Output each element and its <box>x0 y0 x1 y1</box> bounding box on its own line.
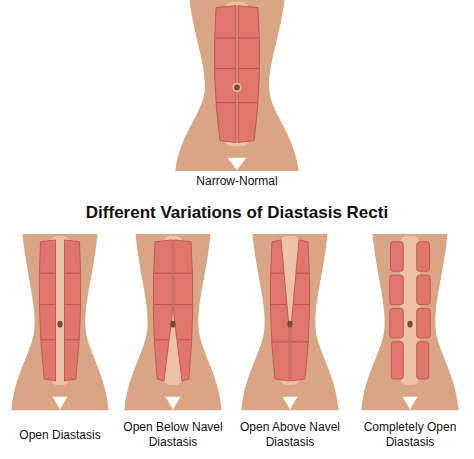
open-torso <box>11 234 109 410</box>
figure-caption: Open Above Navel Diastasis <box>238 418 342 452</box>
diagram-title: Different Variations of Diastasis Recti <box>0 202 474 224</box>
figure-caption: Narrow-Normal <box>137 172 337 190</box>
figure-caption: Completely Open Diastasis <box>360 418 460 452</box>
figure-caption: Open Below Navel Diastasis <box>121 418 225 452</box>
normal-torso <box>175 0 299 171</box>
completely-open-torso <box>361 234 459 410</box>
open-above-navel-torso <box>241 234 339 410</box>
figure-caption: Open Diastasis <box>10 418 110 452</box>
open-below-navel-torso <box>124 234 222 410</box>
